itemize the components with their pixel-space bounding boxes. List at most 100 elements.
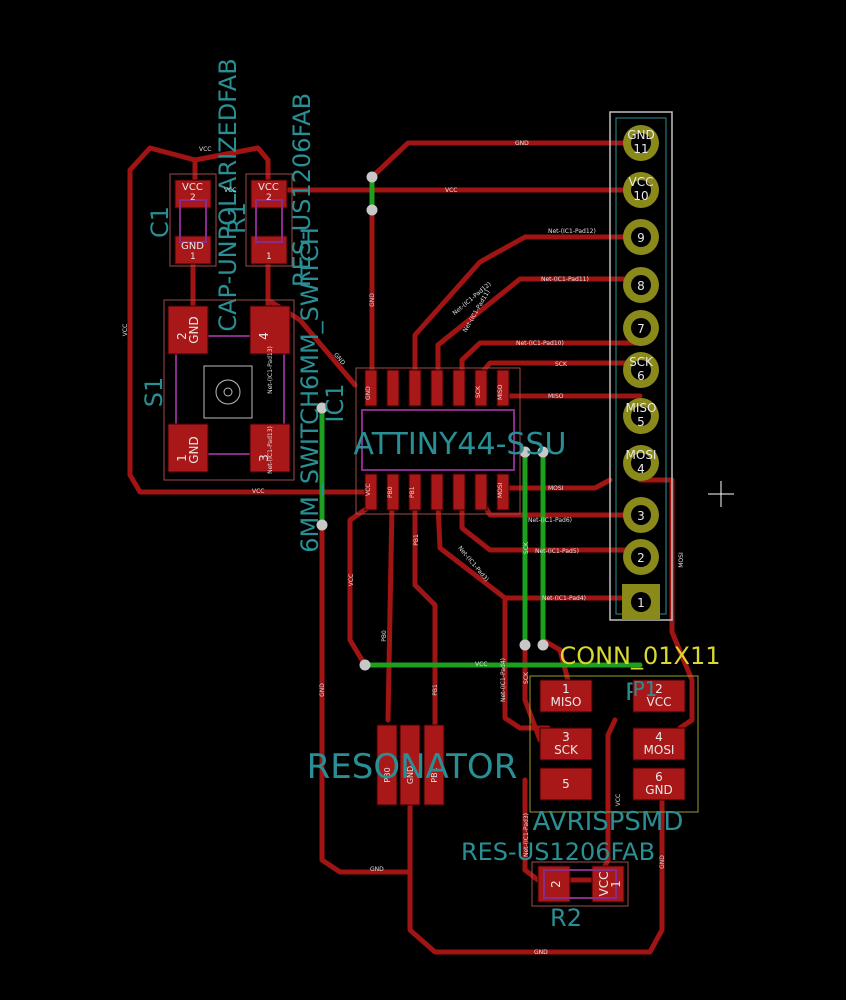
conn-pin-number: 7 bbox=[637, 322, 645, 336]
conn-pin-number: 4 bbox=[637, 462, 645, 476]
ic1-bottom-pads bbox=[364, 473, 510, 511]
resonator-pad-pb0 bbox=[376, 724, 398, 806]
ic1-pad-6 bbox=[474, 473, 488, 511]
net-label-pb0-v: PB0 bbox=[381, 630, 388, 642]
conn-pad-drill bbox=[631, 227, 651, 247]
ic1-pad3-net: PB1 bbox=[409, 486, 416, 498]
net-label-mosi: MOSI bbox=[548, 485, 564, 492]
isp-pad-name: MOSI bbox=[644, 743, 675, 757]
net-label-sck-back: SCK bbox=[523, 541, 530, 554]
conn-pin-number: 11 bbox=[633, 142, 648, 156]
capacitor-c1[interactable]: VCC 2 GND 1 C1 CAP-UNPOLARIZEDFAB bbox=[146, 58, 242, 331]
resistor-r1[interactable]: VCC 2 1 R1 RES-US1206FAB bbox=[223, 93, 316, 287]
s1-pin1: 1 bbox=[175, 454, 189, 462]
c1-pad1-net: GND bbox=[181, 241, 204, 252]
r2-reference: R2 bbox=[550, 904, 582, 932]
r1-value: RES-US1206FAB bbox=[288, 93, 316, 287]
conn-value: CONN_01X11 bbox=[559, 642, 720, 670]
net-label-pad11: Net-(IC1-Pad11) bbox=[541, 276, 589, 283]
resonator[interactable]: PB0 GND PB1 RESONATOR bbox=[307, 724, 518, 806]
r1-reference: R1 bbox=[223, 202, 251, 234]
conn-pad-drill bbox=[631, 360, 651, 380]
ic1-pad9-net: SCK bbox=[475, 385, 482, 398]
s1-pin2: 2 bbox=[175, 332, 189, 340]
conn-pad-drill bbox=[631, 275, 651, 295]
net-label-gnd-bottom-left: GND bbox=[370, 866, 384, 873]
net-label-pb1-v: PB1 bbox=[413, 534, 420, 546]
c1-reference: C1 bbox=[146, 206, 174, 238]
track-pb0 bbox=[385, 502, 395, 723]
net-label-miso: MISO bbox=[548, 393, 564, 400]
track-gnd-top bbox=[369, 140, 643, 388]
net-label-sck-isp: SCK bbox=[523, 671, 530, 684]
ic1-pad-9 bbox=[474, 369, 488, 407]
r1-courtyard bbox=[245, 173, 293, 267]
ic1-pad-11 bbox=[430, 369, 444, 407]
r1-pad1-num: 1 bbox=[266, 252, 272, 262]
net-label-pad4: Net-(IC1-Pad4) bbox=[542, 595, 586, 602]
isp-pad-5[interactable]: 5 bbox=[539, 767, 593, 801]
isp-pad-name: MISO bbox=[551, 695, 582, 709]
isp-pad-copper bbox=[539, 727, 593, 761]
c1-courtyard bbox=[169, 173, 217, 267]
s1-pad-1 bbox=[167, 423, 209, 473]
net-label-pad6: Net-(IC1-Pad6) bbox=[528, 517, 572, 524]
net-label-pad5: Net-(IC1-Pad5) bbox=[535, 548, 579, 555]
net-label-pad10: Net-(IC1-Pad10) bbox=[516, 340, 564, 347]
r2-pad1-num: 1 bbox=[609, 880, 623, 888]
back-copper-tracks bbox=[319, 174, 643, 668]
isp-pad-name: SCK bbox=[554, 743, 579, 757]
conn-pin-9[interactable]: 9 bbox=[623, 219, 659, 255]
s1-pad2-net: GND bbox=[187, 316, 201, 344]
track-sck-isp bbox=[522, 637, 543, 743]
ic1-pad-3 bbox=[408, 473, 422, 511]
net-label-vcc-isp: VCC bbox=[615, 794, 622, 806]
ic1-pad8-net: MISO bbox=[497, 384, 504, 400]
conn-pin-name: SCK bbox=[629, 355, 654, 369]
net-label-vcc-left: VCC bbox=[122, 324, 129, 336]
via bbox=[366, 171, 378, 183]
conn-pin-7[interactable]: 7 bbox=[623, 310, 659, 346]
net-label-mosi-right: MOSI bbox=[678, 552, 685, 568]
isp-pad-number: 3 bbox=[562, 730, 570, 744]
switch-s1[interactable]: 2 4 1 3 GND GND Net-(IC1-Pad13) Net-(IC1… bbox=[140, 227, 324, 553]
vias bbox=[316, 171, 549, 671]
isp-pad-number: 5 bbox=[562, 777, 570, 791]
c1-pad1-num: 1 bbox=[190, 252, 196, 262]
conn-pin-1[interactable]: 1 bbox=[622, 584, 660, 620]
net-label-pad3-v: Net-(IC1-Pad3) bbox=[523, 813, 530, 857]
net-label-vcc-v: VCC bbox=[348, 574, 355, 586]
conn-pin-2[interactable]: 2 bbox=[623, 539, 659, 575]
conn-pin-3[interactable]: 3 bbox=[623, 497, 659, 533]
conn-pin-name: GND bbox=[627, 128, 655, 142]
ic1-pad-12 bbox=[408, 369, 422, 407]
resonator-reference: RESONATOR bbox=[307, 747, 518, 787]
s1-actuator-circle bbox=[215, 379, 241, 405]
ic1-pad-1 bbox=[364, 473, 378, 511]
ic-attiny44[interactable]: ATTINY44-SSU IC1 GND VCC PB0 PB1 SCK MIS… bbox=[321, 367, 566, 515]
track-pad12 bbox=[412, 234, 643, 388]
conn-pad-drill bbox=[631, 406, 651, 426]
conn-pin-8[interactable]: 8 bbox=[623, 267, 659, 303]
track-vcc-ic bbox=[347, 502, 375, 668]
track-gnd-left bbox=[319, 405, 413, 875]
s1-courtyard bbox=[163, 299, 295, 481]
r2-pad2-num: 2 bbox=[549, 880, 563, 888]
net-label-gnd-v: GND bbox=[369, 293, 376, 307]
via bbox=[519, 639, 531, 651]
resistor-r2[interactable]: 2 VCC 1 RES-US1206FAB R2 bbox=[461, 838, 655, 932]
net-label-gnd: GND bbox=[515, 140, 529, 147]
